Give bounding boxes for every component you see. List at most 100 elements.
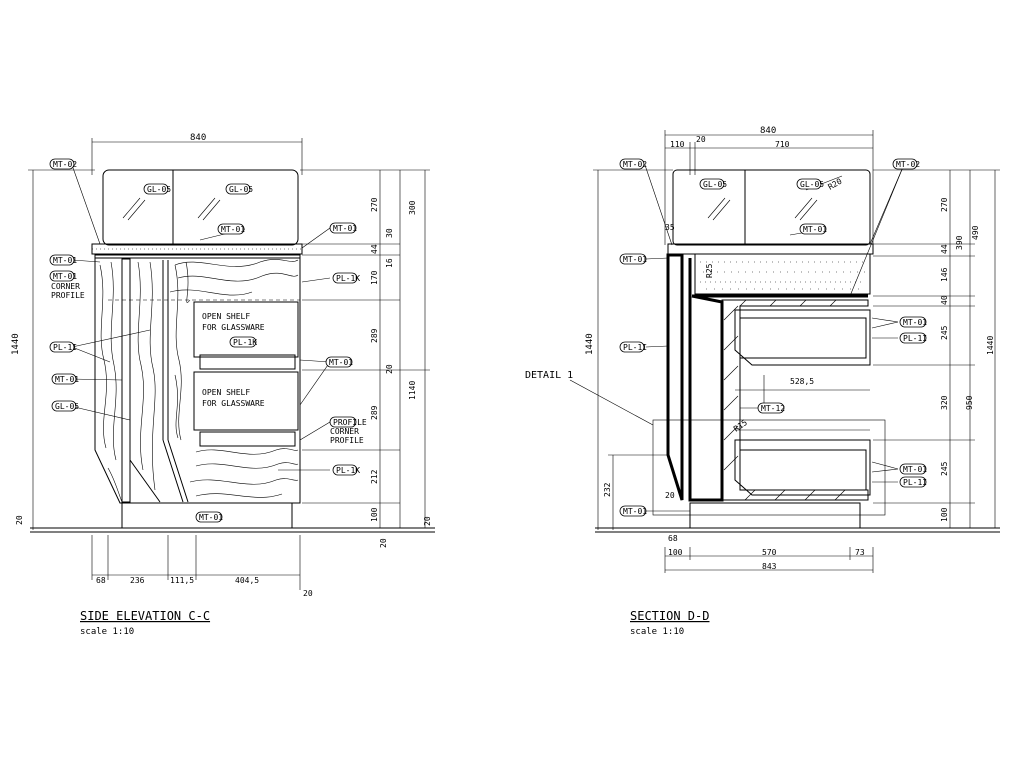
- mt-01-tag: MT-01: [217, 223, 245, 235]
- dim-right-6: 320: [940, 395, 949, 410]
- open-shelf-note-3: OPEN SHELF: [202, 388, 250, 397]
- dim-right-7: 100: [370, 507, 379, 522]
- svg-text:PL-1K: PL-1K: [336, 466, 360, 475]
- dim-bottom-total: 843: [762, 562, 777, 571]
- dim-right-1: 270: [370, 197, 379, 212]
- dim-top-2: 20: [696, 135, 706, 144]
- svg-text:MT-01: MT-01: [53, 256, 77, 265]
- dim-left-detail: 232: [603, 482, 612, 497]
- dim-right-11: 300: [408, 200, 417, 215]
- dim-bottom-1: 100: [668, 548, 683, 557]
- mt-02-tag: MT-02: [892, 158, 920, 170]
- gl-05-tag: GL-05: [225, 183, 253, 195]
- mt-01-corner-tag: MT-01: [49, 254, 77, 266]
- svg-text:MT-01: MT-01: [623, 507, 647, 516]
- mt-02-tag: MT-02: [49, 158, 77, 170]
- drawer-lower: [734, 439, 871, 496]
- side-elevation-view: OPEN SHELF FOR GLASSWARE OPEN SHELF FOR …: [11, 133, 435, 637]
- dim-right-4: 289: [370, 328, 379, 343]
- svg-text:PROFILE: PROFILE: [333, 418, 367, 427]
- dim-right-9: 16: [385, 258, 394, 268]
- mt-12-tag: MT-12: [757, 402, 785, 414]
- dim-bottom-1: 68: [96, 576, 106, 585]
- svg-text:MT-01: MT-01: [55, 375, 79, 384]
- dim-right-2: 44: [940, 244, 949, 254]
- dim-left-floor: 20: [15, 515, 24, 525]
- dim-bottom-4: 404,5: [235, 576, 259, 585]
- svg-text:MT-01: MT-01: [329, 358, 353, 367]
- mt-01-tag: MT-01: [51, 373, 79, 385]
- mt-01-tag: MT-01: [799, 223, 827, 235]
- dim-right-3: 170: [370, 270, 379, 285]
- dim-right-11: 950: [965, 395, 974, 410]
- svg-text:PL-1I: PL-1I: [53, 343, 77, 352]
- hatch-pattern: [723, 299, 846, 501]
- dim-small-1: 35: [665, 223, 675, 232]
- dim-radius-glass: R20: [827, 177, 844, 192]
- mt-01-tag: MT-01: [619, 505, 647, 517]
- section-view: R20 R25: [525, 126, 1000, 637]
- svg-text:PL-1I: PL-1I: [903, 478, 927, 487]
- front-panel-heavy: [666, 253, 684, 501]
- svg-text:MT-01: MT-01: [333, 224, 357, 233]
- detail-1-label: DETAIL 1: [525, 370, 573, 381]
- svg-text:GL-05: GL-05: [229, 185, 253, 194]
- mt-02-tag: MT-02: [619, 158, 647, 170]
- svg-text:MT-02: MT-02: [896, 160, 920, 169]
- mt-01-corner-profile-tag: MT-01 CORNER PROFILE: [49, 270, 85, 300]
- svg-text:MT-01: MT-01: [53, 272, 77, 281]
- mt-01-tag: MT-01: [899, 463, 927, 475]
- dim-right-5: 245: [940, 325, 949, 340]
- dim-right-4: 40: [940, 295, 949, 305]
- open-shelf-note-4: FOR GLASSWARE: [202, 399, 265, 408]
- dim-bottom-3: 73: [855, 548, 865, 557]
- open-shelf-note-2: FOR GLASSWARE: [202, 323, 265, 332]
- svg-text:MT-01: MT-01: [803, 225, 827, 234]
- dim-right-10: 20: [385, 364, 394, 374]
- hatched-bracket: [721, 299, 869, 501]
- svg-text:MT-01: MT-01: [903, 318, 927, 327]
- gl-05-tag: GL-05: [143, 183, 171, 195]
- dim-radius-stone: R25: [705, 263, 714, 278]
- mt-01-tag: MT-01: [329, 222, 357, 234]
- svg-text:PROFILE: PROFILE: [51, 291, 85, 300]
- dim-right-5: 289: [370, 405, 379, 420]
- open-shelf-note-1: OPEN SHELF: [202, 312, 250, 321]
- dim-right-10: 490: [971, 225, 980, 240]
- dim-top-width: 840: [190, 133, 206, 143]
- dim-bottom-6: 20: [379, 538, 388, 548]
- svg-text:GL-05: GL-05: [703, 180, 727, 189]
- wood-grain-pattern: [99, 259, 299, 503]
- pl-1k-tag: PL-1K: [332, 272, 360, 284]
- dim-right-7: 245: [940, 461, 949, 476]
- side-elevation-scale: scale 1:10: [80, 627, 134, 637]
- svg-text:GL-05: GL-05: [147, 185, 171, 194]
- drawer-upper: [734, 309, 871, 366]
- mt-01-tag: MT-01: [325, 356, 353, 368]
- pl-1i-tag: PL-1I: [49, 341, 77, 353]
- svg-text:MT-02: MT-02: [53, 160, 77, 169]
- svg-text:PL-1I: PL-1I: [903, 334, 927, 343]
- svg-text:MT-12: MT-12: [761, 404, 785, 413]
- svg-text:MT-01: MT-01: [221, 225, 245, 234]
- dim-right-6: 212: [370, 469, 379, 484]
- pl-1i-tag: PL-1I: [899, 332, 927, 344]
- dim-right-8: 30: [385, 228, 394, 238]
- dim-bottom-3: 111,5: [170, 576, 194, 585]
- pl-1k-tag: PL-1K: [332, 464, 360, 476]
- open-shelf-upper: [193, 301, 299, 358]
- pl-1i-tag: PL-1I: [899, 476, 927, 488]
- glass-panel-outline: [672, 169, 871, 246]
- dim-inner-depth: 528,5: [790, 377, 814, 386]
- svg-text:PL-1K: PL-1K: [233, 338, 257, 347]
- dim-right-12: 1140: [408, 381, 417, 400]
- dim-top-1: 110: [670, 140, 685, 149]
- dim-right-3: 146: [940, 267, 949, 282]
- pl-1i-tag: PL-1I: [619, 341, 647, 353]
- mt-01-tag: MT-01: [619, 253, 647, 265]
- dim-right-8: 100: [940, 507, 949, 522]
- dim-top-3: 710: [775, 140, 790, 149]
- stone-slab: [694, 253, 871, 295]
- dim-bottom-7: 20: [423, 516, 432, 526]
- dim-bottom-2: 570: [762, 548, 777, 557]
